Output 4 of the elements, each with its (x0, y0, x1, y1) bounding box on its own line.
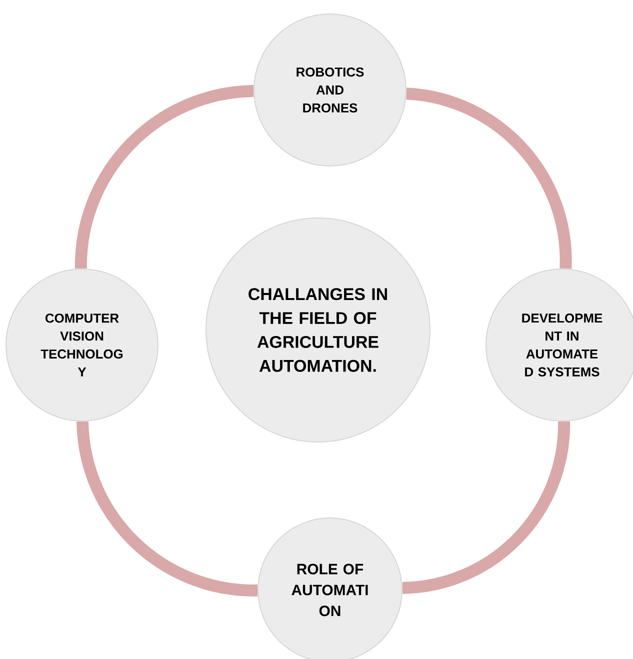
ring-segment (406, 88, 572, 269)
ring-segment (76, 420, 258, 596)
ring-segment (74, 85, 254, 269)
ring-segment (402, 421, 570, 594)
